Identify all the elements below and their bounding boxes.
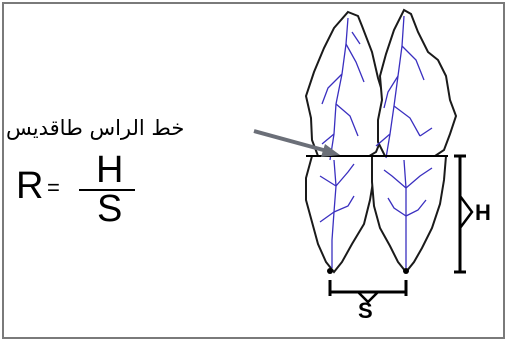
crest-arrow-shaft bbox=[253, 129, 328, 153]
formula-numerator: H bbox=[96, 149, 124, 191]
lower-left-lobe bbox=[305, 155, 376, 274]
formula-fraction-bar bbox=[79, 189, 135, 191]
spacing-label: S bbox=[358, 298, 373, 323]
upper-right-lobe bbox=[377, 8, 458, 165]
spacing-dimension bbox=[328, 280, 408, 304]
upper-left-lobe bbox=[304, 10, 388, 167]
right-tip-dot bbox=[403, 268, 409, 274]
crest-arrow-head bbox=[321, 144, 340, 157]
left-tip-dot bbox=[327, 268, 333, 274]
formula-denominator: S bbox=[97, 188, 123, 230]
ratio-formula: R = H S bbox=[16, 149, 136, 231]
vein-network bbox=[319, 15, 433, 268]
crest-line-label: خط الراس طاقديس bbox=[6, 116, 185, 140]
formula-ratio-symbol: R bbox=[16, 165, 44, 207]
height-dimension bbox=[454, 154, 474, 274]
height-label: H bbox=[475, 200, 491, 225]
formula-equals-sign: = bbox=[47, 175, 60, 200]
